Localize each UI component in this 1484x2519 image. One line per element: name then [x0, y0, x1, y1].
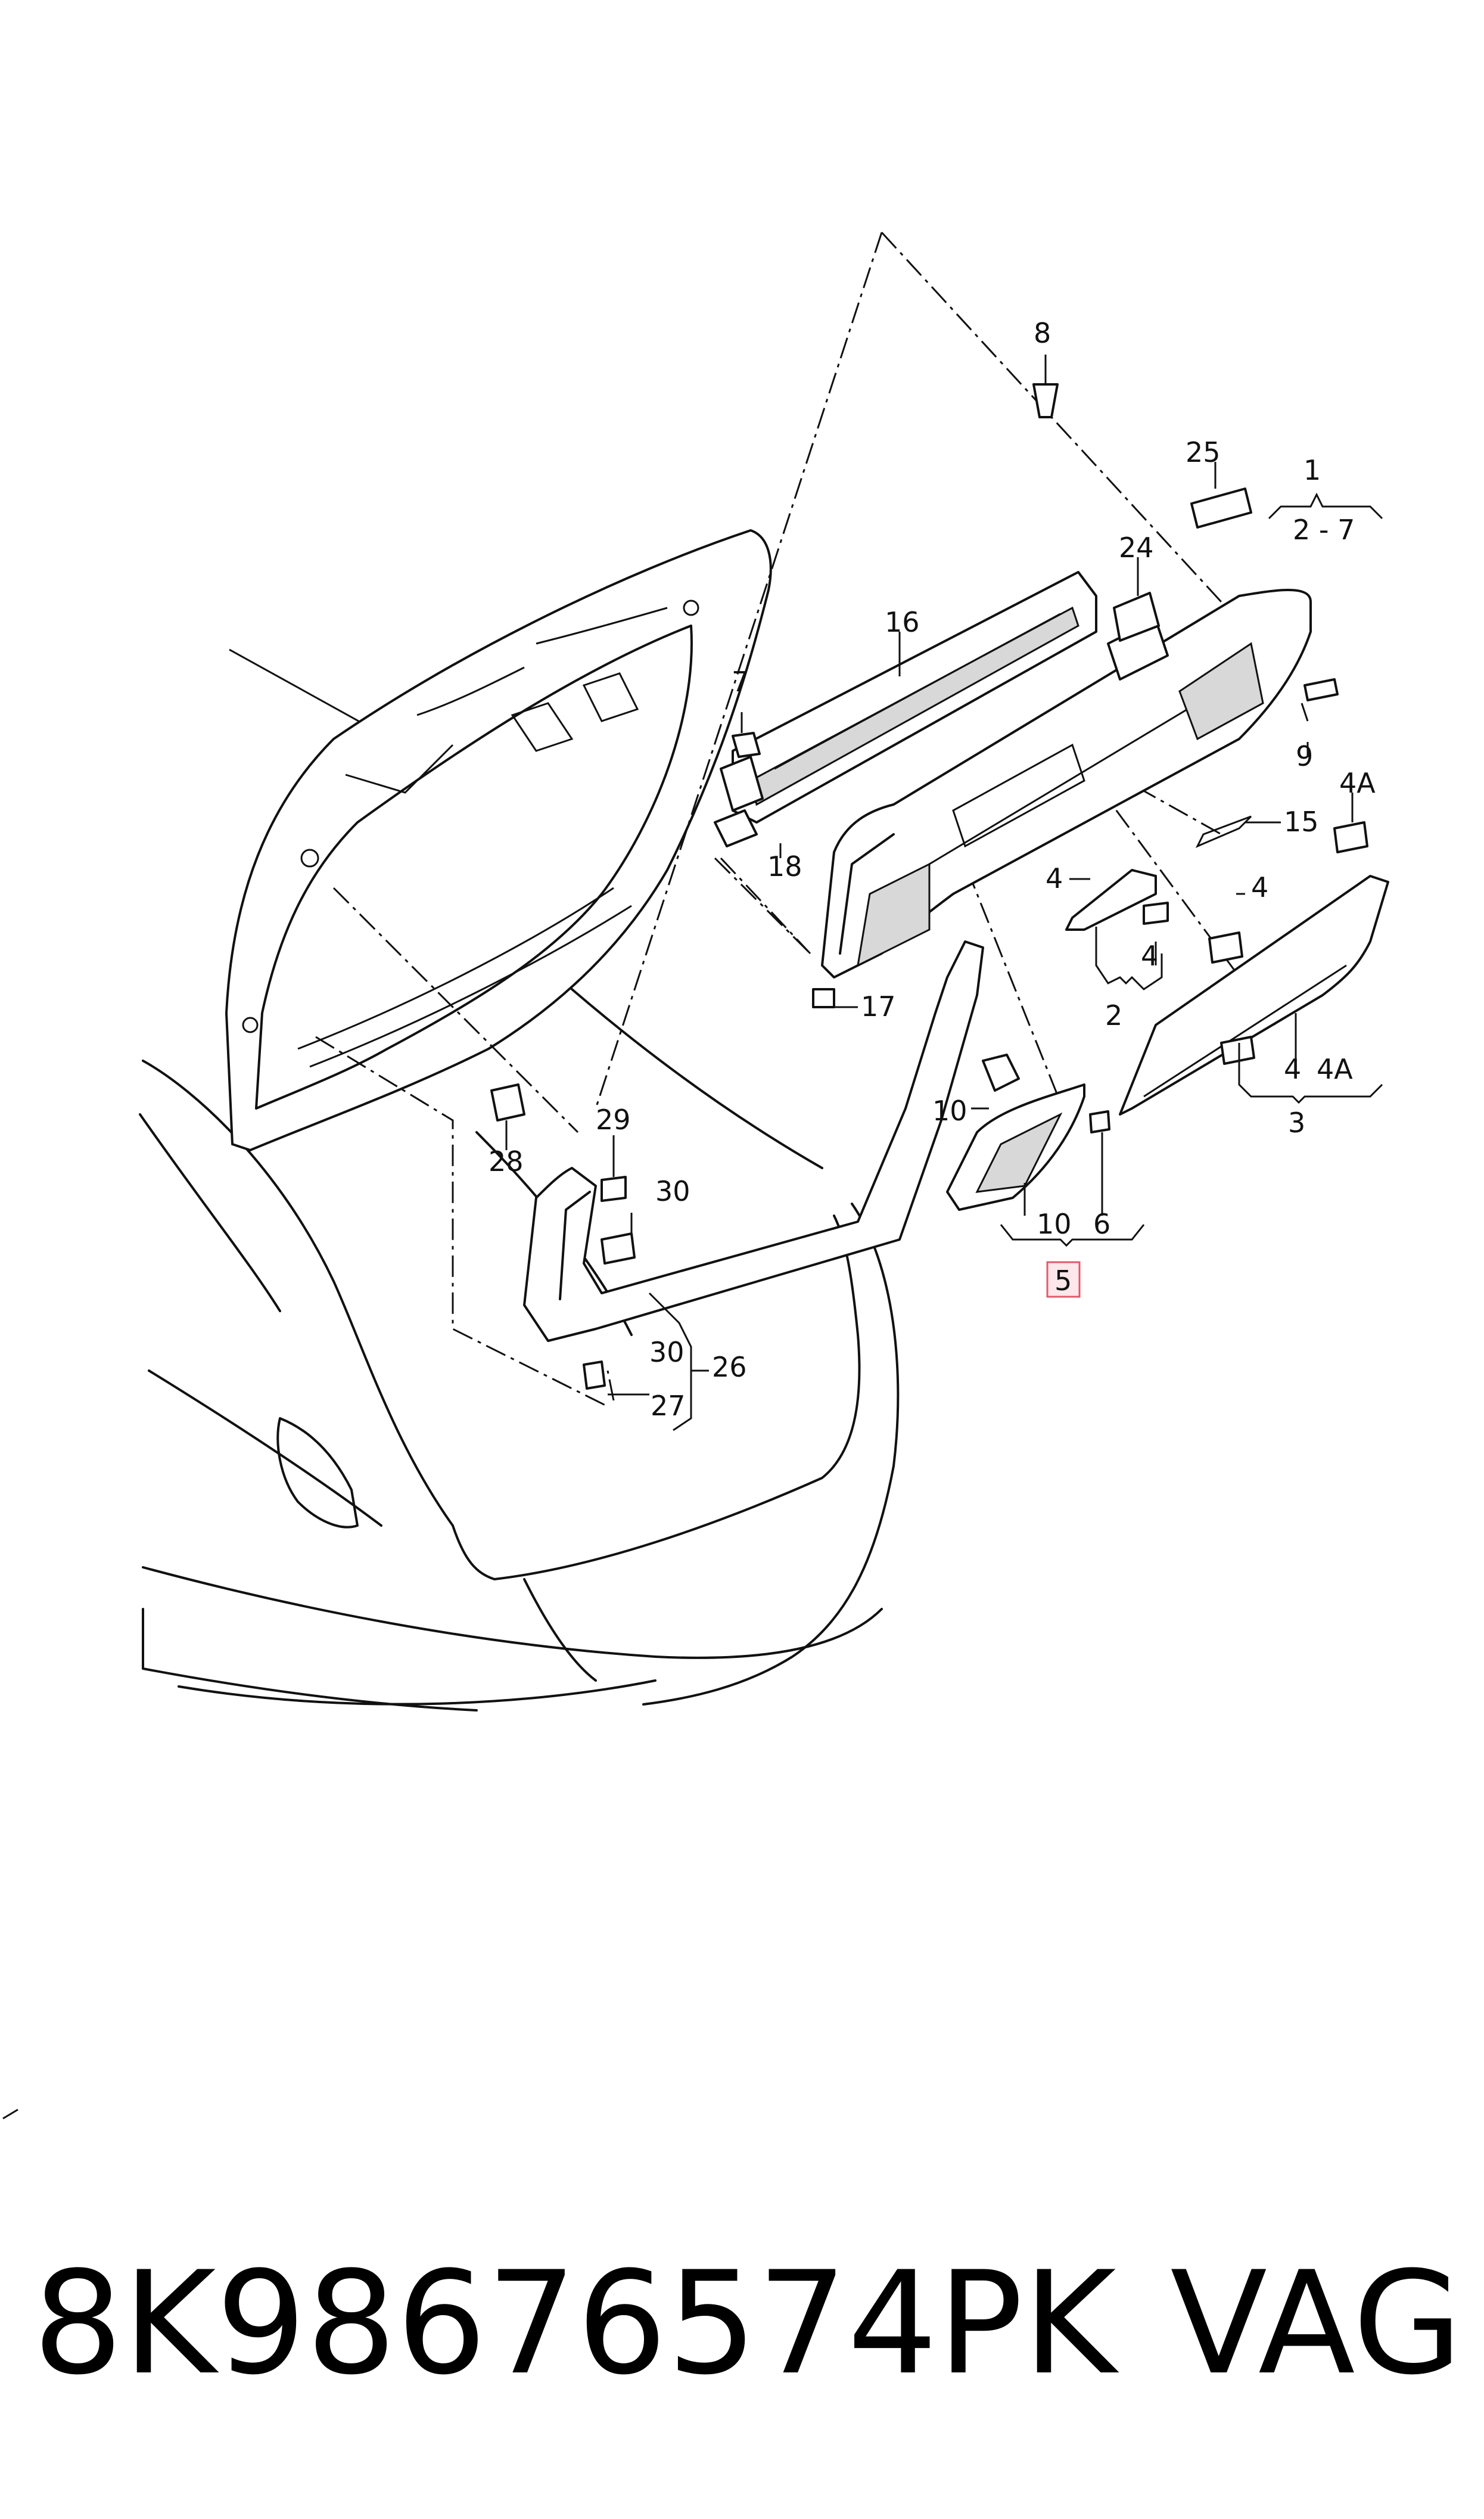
callout-25: 25	[1186, 436, 1221, 468]
clip-8	[1032, 383, 1059, 418]
callout-leaders	[505, 355, 1383, 1431]
callout-1: 1	[1303, 454, 1321, 486]
screw-29	[601, 1176, 627, 1202]
callout-6: 6	[1093, 1208, 1110, 1240]
callout-16: 16	[885, 606, 920, 638]
screw-9	[1303, 678, 1339, 701]
highlight-box-5	[1046, 1261, 1081, 1298]
callout-30-a: 30	[655, 1175, 690, 1207]
callout-27: 27	[651, 1390, 686, 1422]
clip-4-lower	[1220, 1036, 1255, 1065]
callout-17: 17	[861, 990, 896, 1023]
callout-4-a: 4	[1046, 862, 1063, 894]
callout-labels: 1 2 - 7 8 25 24 16 7 9 4A 15 18 4 4 4 2 …	[489, 317, 1376, 1422]
callout-24: 24	[1119, 532, 1154, 564]
callout-29: 29	[596, 1104, 631, 1136]
part-number: 8K98676574PK	[33, 2241, 1116, 2406]
callout-26: 26	[712, 1351, 747, 1383]
clip-30	[601, 1232, 636, 1265]
side-pillar-trim	[946, 1054, 1085, 1211]
callout-10-a: 10	[932, 1095, 967, 1127]
callout-10-b: 10	[1037, 1208, 1072, 1240]
callout-2: 2	[1105, 999, 1122, 1032]
trim-strips	[1065, 815, 1389, 1116]
callout-2-7: 2 - 7	[1293, 514, 1355, 546]
callout-8: 8	[1034, 317, 1051, 349]
callout-28: 28	[489, 1145, 524, 1178]
callout-4A-bottom: 4A	[1317, 1053, 1353, 1085]
buffer-28	[490, 1083, 525, 1122]
fasteners	[490, 383, 1368, 1390]
callout-18: 18	[767, 850, 802, 883]
callout-4-d: 4	[1284, 1053, 1301, 1085]
clip-4	[1208, 931, 1243, 964]
seal-strip	[523, 940, 984, 1342]
nut-4	[1143, 902, 1169, 925]
callout-4-b: 4	[1251, 871, 1268, 903]
brand-label: VAG	[1170, 2241, 1463, 2406]
tailgate-lid	[225, 529, 772, 1151]
callout-4A-top: 4A	[1339, 767, 1376, 799]
callout-4-c: 4	[1141, 940, 1158, 972]
footer: 8K98676574PK VAG	[33, 2247, 1463, 2402]
callout-7: 7	[732, 666, 749, 698]
stray-mark	[2, 2108, 18, 2120]
stop-25	[1190, 487, 1252, 529]
bracket-24	[1113, 592, 1160, 642]
clip-4A	[1333, 821, 1368, 853]
upper-trim-panel	[714, 571, 1097, 847]
clip-17	[812, 988, 835, 1008]
main-trim-panel	[821, 589, 1312, 979]
callout-30-b: 30	[649, 1336, 685, 1368]
callout-3: 3	[1288, 1107, 1305, 1139]
callout-9: 9	[1296, 740, 1313, 772]
screw-6	[1089, 1110, 1110, 1133]
clip-7	[732, 732, 761, 758]
callout-5: 5	[1054, 1265, 1072, 1297]
clip-27	[583, 1361, 606, 1390]
callout-15: 15	[1284, 806, 1319, 838]
car-body-outline	[139, 648, 900, 1712]
